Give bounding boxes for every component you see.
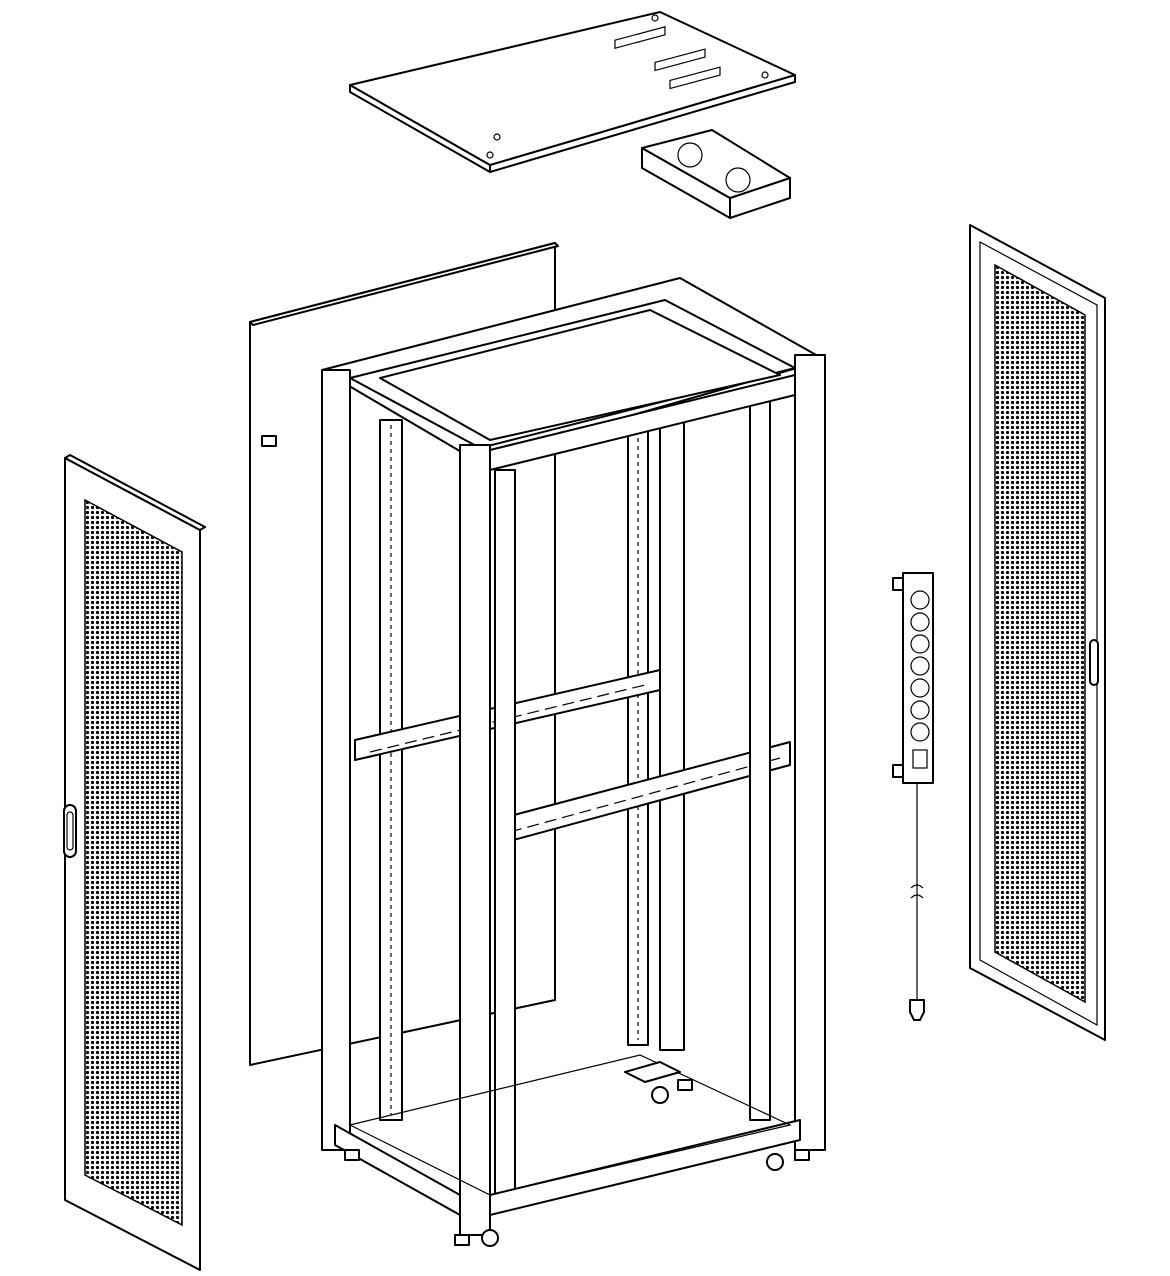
- door-handle[interactable]: [63, 804, 77, 858]
- power-distribution-unit: [892, 572, 934, 1021]
- fan-tray: [641, 129, 791, 219]
- front-right-post: [794, 354, 826, 1151]
- vent-slots: [614, 26, 721, 90]
- front-left-post: [459, 444, 491, 1236]
- door-handle[interactable]: [1089, 639, 1099, 686]
- perforated-mesh: [994, 263, 1086, 1004]
- top-cover-panel: [349, 11, 796, 173]
- caster-wheels: [344, 1061, 810, 1247]
- front-door: [63, 454, 206, 1271]
- socket-icons: [910, 590, 930, 769]
- rear-door: [969, 224, 1106, 1041]
- power-plug-icon: [909, 999, 925, 1021]
- fan-icon: [725, 167, 751, 193]
- rear-left-post: [321, 369, 351, 1151]
- rack-frame: [321, 277, 826, 1247]
- perforated-mesh: [84, 498, 183, 1227]
- fan-icon: [677, 142, 703, 168]
